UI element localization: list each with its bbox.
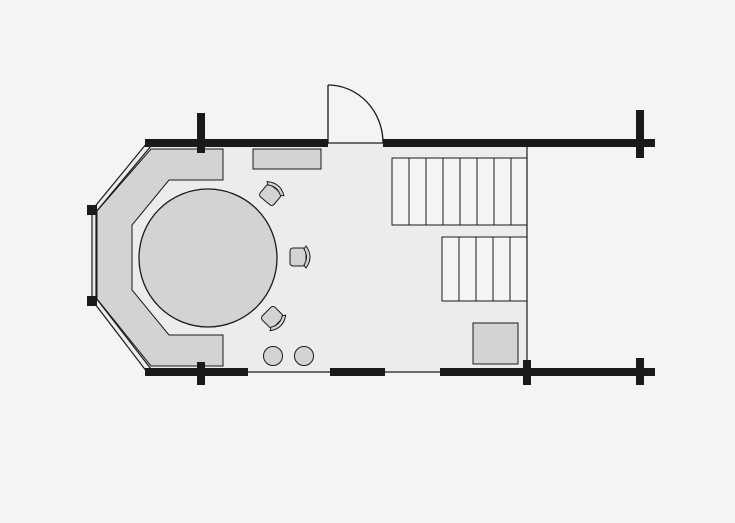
window-post (87, 205, 97, 215)
door (327, 84, 384, 144)
walls (145, 110, 655, 385)
corner-bench (96, 148, 224, 367)
window-post (87, 296, 97, 306)
chair (261, 306, 287, 332)
storage-box (472, 322, 519, 365)
stairs-upper (391, 157, 528, 226)
counter (252, 148, 322, 170)
stool (263, 346, 283, 366)
stool (294, 346, 314, 366)
chair (259, 181, 285, 206)
windows (91, 142, 152, 373)
chair (289, 245, 311, 269)
round-table (138, 188, 278, 328)
stairs-lower (441, 236, 528, 302)
